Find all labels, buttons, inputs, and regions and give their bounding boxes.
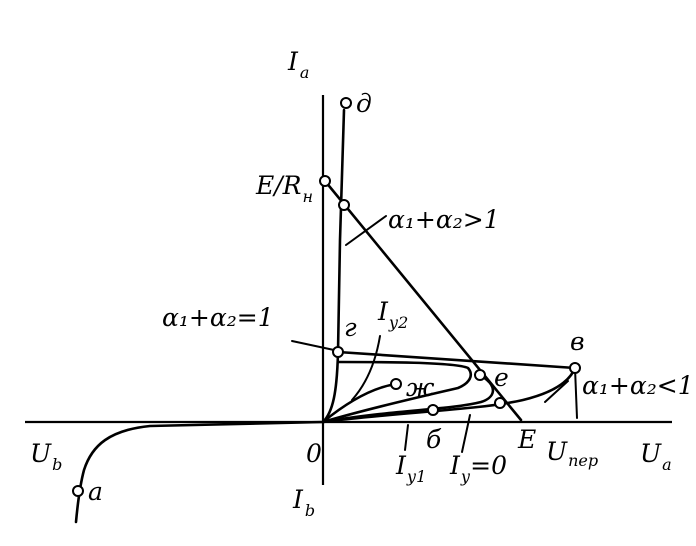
- switching-line-v: [336, 350, 577, 370]
- point-e-rn: [319, 175, 331, 187]
- leader-cond-eq: [291, 340, 335, 351]
- label-ub: Ub: [30, 439, 62, 474]
- label-point-v: в: [570, 327, 585, 356]
- label-iy1: Iу1: [395, 451, 426, 486]
- label-point-zh: ж: [406, 373, 435, 402]
- label-cond-lt: α₁+α₂<1: [582, 371, 694, 400]
- leader-cond-gt: [345, 215, 387, 246]
- label-point-a: а: [88, 477, 103, 506]
- point-d: [340, 97, 352, 109]
- point-v: [569, 362, 581, 374]
- label-iy0: Iу=0: [449, 451, 507, 486]
- curve-iy2: [321, 360, 472, 424]
- label-point-g: г: [344, 313, 357, 342]
- leader-iy1: [404, 424, 409, 451]
- label-iy2: Iу2: [377, 297, 408, 332]
- label-ua: Ua: [640, 439, 672, 474]
- point-b: [427, 404, 439, 416]
- point-on-load: [338, 199, 350, 211]
- uper-drop-line: [574, 367, 578, 419]
- leader-iy0: [461, 414, 471, 453]
- label-e-axis: E: [517, 425, 536, 454]
- point-iy2-load: [494, 397, 506, 409]
- point-g: [332, 346, 344, 358]
- point-zh: [390, 378, 402, 390]
- label-uper: Uпер: [546, 437, 598, 470]
- leader-cond-lt: [544, 380, 569, 403]
- curve-inner-zh: [321, 382, 398, 424]
- leader-iy2: [351, 335, 381, 401]
- reverse-branch-curve: [74, 420, 325, 524]
- label-cond-eq: α₁+α₂=1: [162, 303, 274, 332]
- on-state-branch-curve: [321, 108, 346, 424]
- label-point-e: е: [494, 363, 509, 392]
- point-e: [474, 369, 486, 381]
- curve-iy1: [321, 373, 495, 424]
- label-origin: 0: [306, 439, 322, 468]
- point-a: [72, 485, 84, 497]
- label-point-d: д: [356, 89, 372, 118]
- label-point-b: б: [426, 425, 442, 454]
- label-e-rn: E/Rн: [255, 171, 313, 206]
- label-cond-gt: α₁+α₂>1: [388, 205, 500, 234]
